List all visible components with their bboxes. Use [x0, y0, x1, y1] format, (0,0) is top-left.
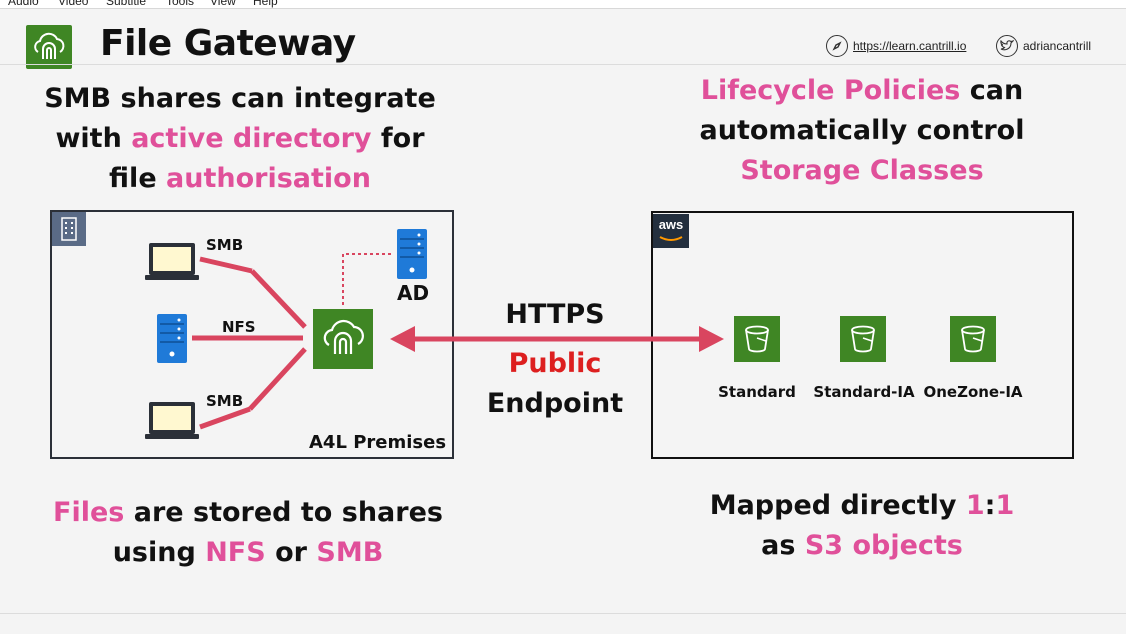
storage-class-standard: Standard — [718, 383, 796, 401]
caption-line: file authorisation — [109, 163, 371, 194]
highlight-text: active directory — [131, 123, 372, 154]
highlight-text: SMB — [316, 537, 384, 568]
menu-help[interactable]: Help — [253, 0, 278, 8]
compass-icon — [826, 35, 848, 57]
highlight-text: 1 — [965, 490, 985, 521]
building-icon — [52, 212, 86, 246]
menu-bar: Audio Video Subtitle Tools View Help — [0, 0, 1126, 9]
menu-view[interactable]: View — [210, 0, 236, 8]
ad-label: AD — [397, 281, 430, 305]
file-gateway-icon — [313, 309, 373, 369]
aws-logo-icon: aws — [653, 214, 689, 248]
slide: File Gateway https://learn.cantrill.io a… — [0, 9, 1126, 614]
caption-line: Lifecycle Policies can — [700, 75, 1024, 106]
menu-video[interactable]: Video — [58, 0, 89, 8]
twitter-link[interactable]: adriancantrill — [996, 35, 1091, 57]
storage-class-onezone-ia: OneZone-IA — [923, 383, 1023, 401]
twitter-handle: adriancantrill — [1023, 39, 1092, 53]
ad-dotted-line — [342, 253, 392, 305]
smb-bottom-line-diag — [248, 347, 307, 411]
page-title: File Gateway — [100, 23, 356, 64]
footer-divider — [0, 613, 1126, 614]
site-url[interactable]: https://learn.cantrill.io — [853, 39, 967, 53]
caption-line: as S3 objects — [761, 530, 963, 561]
file-gateway-logo-icon — [26, 25, 72, 69]
highlight-text: authorisation — [166, 163, 371, 194]
directory-server-icon — [397, 229, 427, 279]
smb-top-line-diag — [250, 269, 307, 329]
smb-ad-caption: SMB shares can integrate with active dir… — [30, 79, 450, 199]
site-link[interactable]: https://learn.cantrill.io — [826, 35, 966, 57]
premises-label: A4L Premises — [309, 432, 447, 453]
highlight-text: Storage Classes — [740, 155, 984, 186]
laptop-icon — [145, 402, 199, 439]
caption-line: Mapped directly 1:1 — [709, 490, 1015, 521]
highlight-text: Lifecycle Policies — [700, 75, 961, 106]
menu-tools[interactable]: Tools — [166, 0, 195, 8]
public-label: Public — [508, 348, 602, 379]
highlight-text: NFS — [205, 537, 266, 568]
caption-line: using NFS or SMB — [112, 537, 384, 568]
laptop-icon — [145, 243, 199, 280]
mapping-caption: Mapped directly 1:1 as S3 objects — [652, 486, 1072, 566]
smb-top-label: SMB — [206, 236, 244, 254]
caption-line: automatically control — [699, 115, 1025, 146]
endpoint-label: Endpoint — [486, 388, 624, 419]
caption-line: with active directory for — [55, 123, 425, 154]
s3-bucket-icon — [734, 316, 780, 362]
nfs-label: NFS — [222, 318, 256, 336]
smb-top-line — [199, 256, 253, 274]
highlight-text: Files — [53, 497, 125, 528]
highlight-text: 1 — [995, 490, 1015, 521]
premises-box — [50, 210, 454, 459]
server-icon — [157, 314, 187, 363]
s3-bucket-icon — [950, 316, 996, 362]
smb-bottom-line — [199, 406, 251, 430]
arrow-right-head — [699, 326, 724, 352]
smb-bottom-label: SMB — [206, 392, 244, 410]
lifecycle-caption: Lifecycle Policies can automatically con… — [652, 71, 1072, 191]
arrow-left-head — [390, 326, 415, 352]
connector-lines — [192, 253, 724, 430]
header-divider — [0, 64, 1126, 65]
storage-class-standard-ia: Standard-IA — [813, 383, 915, 401]
aws-badge-text: aws — [658, 217, 684, 232]
caption-line: SMB shares can integrate — [44, 83, 436, 114]
menu-subtitle[interactable]: Subtitle — [106, 0, 147, 8]
twitter-icon — [996, 35, 1018, 57]
https-label: HTTPS — [505, 299, 605, 330]
caption-line: Storage Classes — [652, 151, 1072, 191]
menu-audio[interactable]: Audio — [8, 0, 39, 8]
caption-line: Files are stored to shares — [53, 497, 443, 528]
s3-bucket-icon — [840, 316, 886, 362]
files-caption: Files are stored to shares using NFS or … — [30, 493, 466, 573]
highlight-text: S3 objects — [804, 530, 963, 561]
